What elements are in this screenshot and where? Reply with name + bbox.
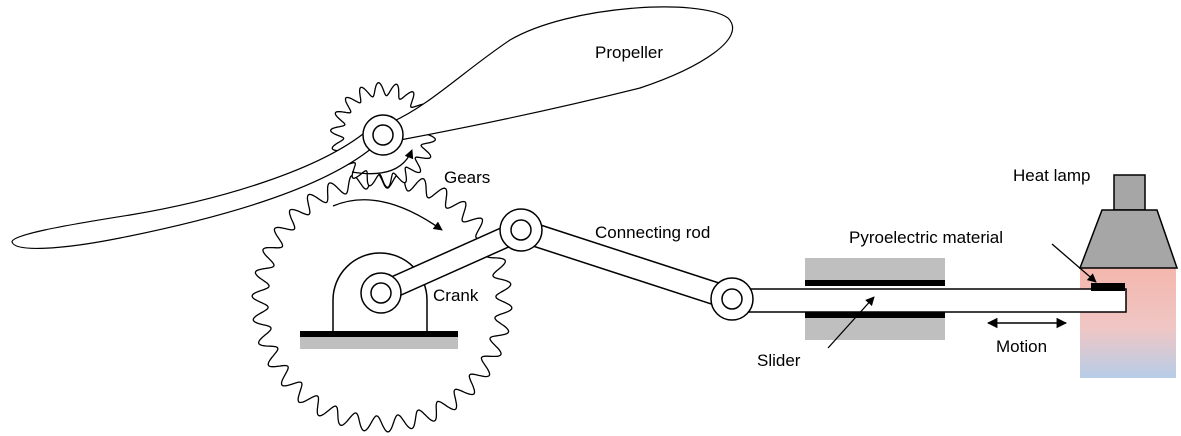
crank-base-shadow [300,337,458,349]
propeller-hub-inner [372,124,394,146]
label-motion: Motion [996,337,1047,356]
propeller-blade-left [11,128,373,249]
slider-guide-bottom-rail [805,312,945,318]
crank-base [300,331,458,337]
label-pyroelectric-material: Pyroelectric material [849,228,1003,247]
label-connecting-rod: Connecting rod [595,223,710,242]
label-gears: Gears [444,168,490,187]
label-crank: Crank [433,286,479,305]
slider-guide-top [805,258,945,282]
label-propeller: Propeller [595,43,663,62]
propeller-blade-right [391,6,734,141]
pyroelectric-leader-arrow [1051,243,1097,283]
heat-lamp-shade [1078,209,1179,269]
slider-guide-top-rail [805,280,945,286]
small-gear-rotation-arrow [351,149,414,175]
slider-leader-arrow [827,296,875,349]
slider-bar [726,288,1127,313]
pyroelectric-material-sample [1091,283,1125,291]
large-gear-rotation-arrow [332,199,443,231]
rod-slider-joint-inner [721,288,743,310]
crank-rod-joint-inner [510,219,532,241]
heat-lamp-housing [1113,174,1146,211]
label-heat-lamp: Heat lamp [1013,166,1090,185]
label-slider: Slider [757,351,801,370]
crank-pivot-inner [370,282,392,304]
slider-guide-bottom [805,316,945,340]
